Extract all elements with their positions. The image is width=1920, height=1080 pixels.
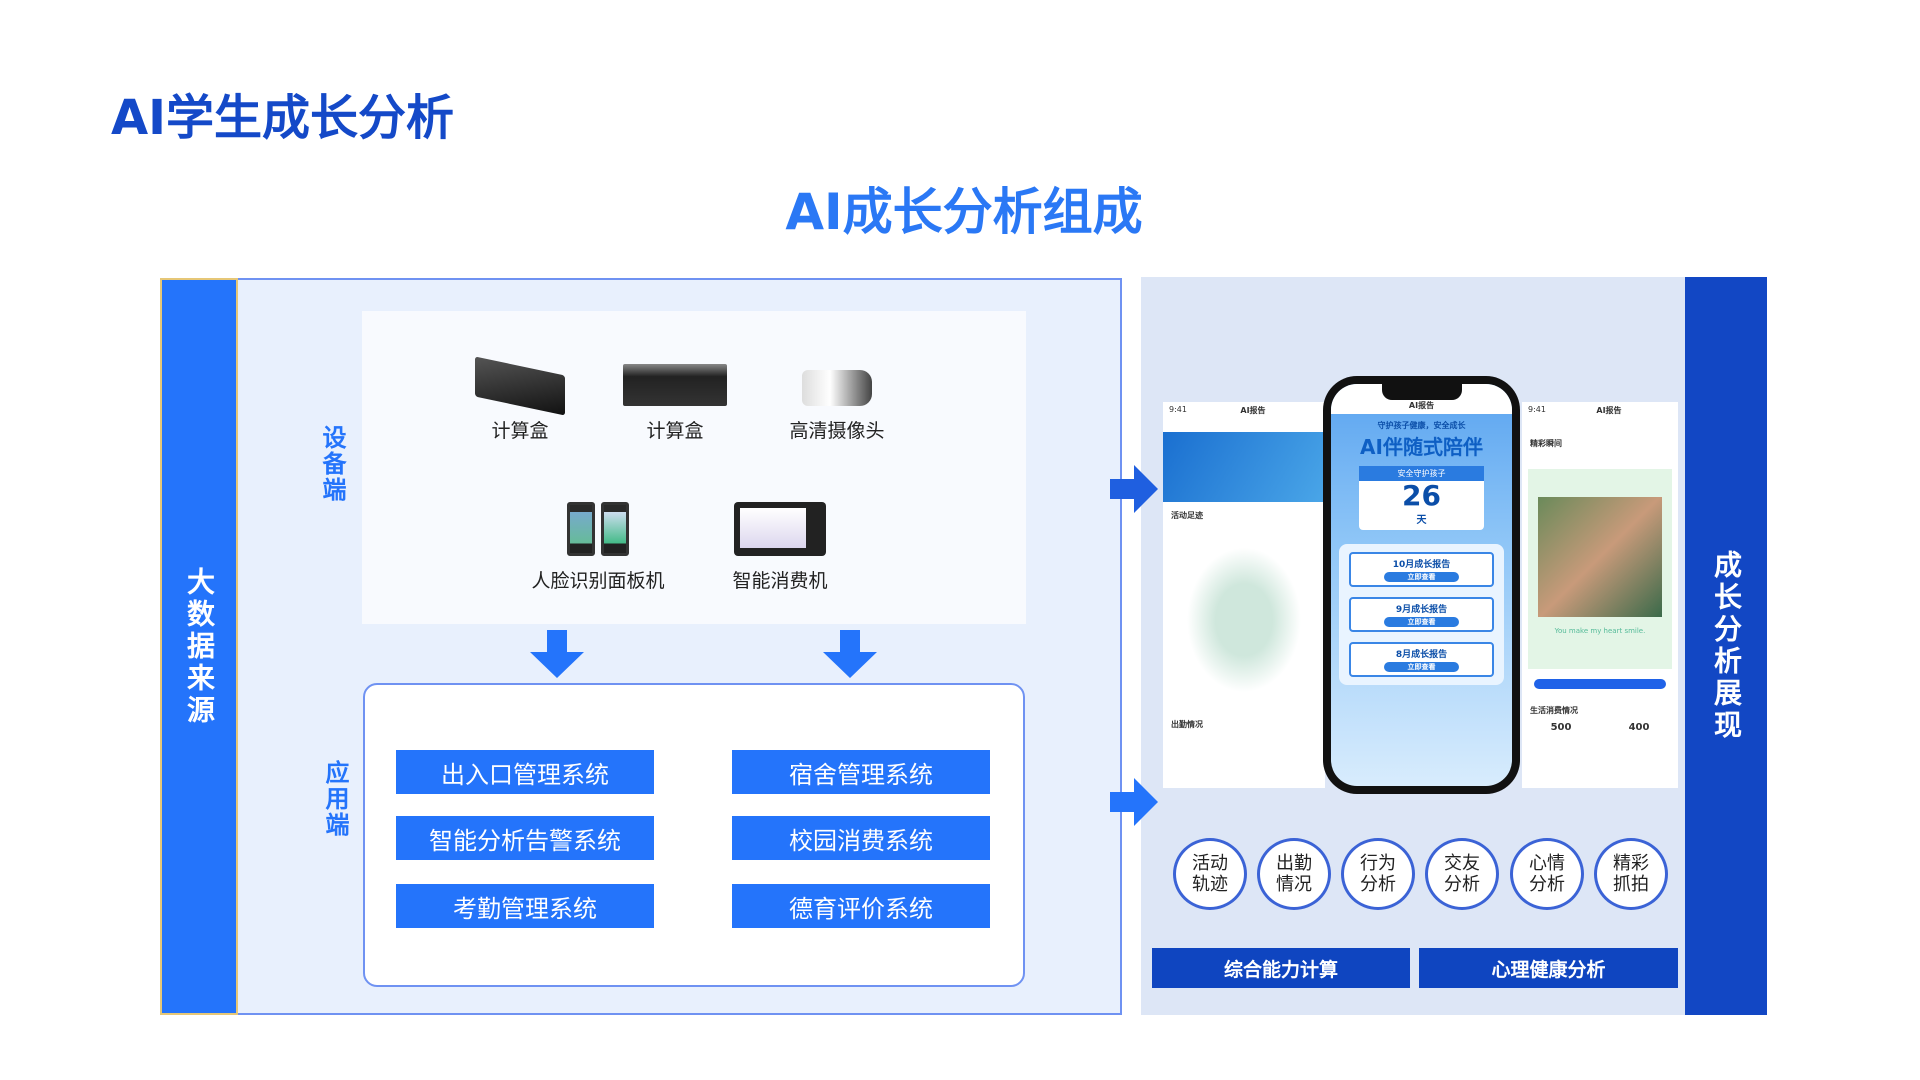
arrow-down-icon bbox=[530, 630, 584, 678]
arrow-right-icon bbox=[1110, 778, 1158, 826]
section-heading: 出勤情况 bbox=[1171, 720, 1203, 729]
data-source-bar: 大数据来源 bbox=[160, 278, 238, 1015]
system-entrance: 出入口管理系统 bbox=[396, 750, 654, 794]
section-title: AI成长分析组成 bbox=[785, 183, 1143, 241]
system-alarm: 智能分析告警系统 bbox=[396, 816, 654, 860]
phone-center: AI报告 守护孩子健康，安全成长 AI伴随式陪伴 安全守护孩子 26 天 10月… bbox=[1323, 376, 1520, 794]
device-compute-server: 计算盒 bbox=[590, 346, 760, 443]
screen-title: AI报告 bbox=[1596, 406, 1622, 415]
device-pos-terminal: 智能消费机 bbox=[695, 496, 865, 593]
device-name: 计算盒 bbox=[646, 420, 704, 442]
device-compute-box: 计算盒 bbox=[435, 346, 605, 443]
stat-value: 500 bbox=[1550, 722, 1572, 733]
device-name: 高清摄像头 bbox=[789, 420, 885, 442]
phone-screen-right: 9:41 AI报告 精彩瞬间 You make my heart smile. 生… bbox=[1522, 402, 1678, 788]
feature-friendship: 交友分析 bbox=[1425, 838, 1499, 910]
guard-label: 安全守护孩子 bbox=[1359, 466, 1484, 481]
compute-box-icon bbox=[435, 346, 605, 416]
device-panel bbox=[362, 311, 1026, 624]
arrow-down-icon bbox=[823, 630, 877, 678]
device-label: 设备端 bbox=[318, 425, 346, 503]
section-heading: 精彩瞬间 bbox=[1530, 439, 1562, 448]
report-title: 9月成长报告 bbox=[1395, 605, 1448, 615]
feature-snapshot: 精彩抓拍 bbox=[1594, 838, 1668, 910]
guard-days: 26 bbox=[1402, 479, 1441, 512]
feature-activity-track: 活动轨迹 bbox=[1173, 838, 1247, 910]
system-dormitory: 宿舍管理系统 bbox=[732, 750, 990, 794]
status-time: 9:41 bbox=[1528, 405, 1546, 414]
device-name: 人脸识别面板机 bbox=[531, 570, 665, 592]
view-button[interactable]: 立即查看 bbox=[1384, 572, 1459, 582]
slogan: 守护孩子健康，安全成长 bbox=[1377, 421, 1466, 430]
device-name: 计算盒 bbox=[491, 420, 549, 442]
report-title: 10月成长报告 bbox=[1392, 560, 1451, 570]
profile-banner bbox=[1163, 432, 1325, 502]
application-label: 应用端 bbox=[321, 760, 349, 838]
days-unit: 天 bbox=[1416, 515, 1427, 526]
screen-title: AI报告 bbox=[1240, 406, 1266, 415]
view-button[interactable]: 立即查看 bbox=[1384, 617, 1459, 627]
section-heading: 生活消费情况 bbox=[1530, 706, 1578, 715]
camera-icon bbox=[752, 346, 922, 406]
data-source-label: 大数据来源 bbox=[183, 566, 216, 727]
phone-screen-left: 9:41 AI报告 活动足迹 出勤情况 bbox=[1163, 402, 1325, 788]
device-camera: 高清摄像头 bbox=[752, 346, 922, 443]
display-label: 成长分析展现 bbox=[1710, 550, 1743, 742]
feature-attendance: 出勤情况 bbox=[1257, 838, 1331, 910]
feature-mood: 心情分析 bbox=[1510, 838, 1584, 910]
report-card-sep[interactable]: 9月成长报告立即查看 bbox=[1349, 597, 1494, 632]
arrow-right-icon bbox=[1110, 465, 1158, 513]
feature-behavior: 行为分析 bbox=[1341, 838, 1415, 910]
section-heading: 活动足迹 bbox=[1171, 511, 1203, 520]
status-time: 9:41 bbox=[1169, 405, 1187, 414]
report-title: 8月成长报告 bbox=[1395, 650, 1448, 660]
display-bar: 成长分析展现 bbox=[1685, 277, 1767, 1015]
device-name: 智能消费机 bbox=[732, 570, 828, 592]
report-card-oct[interactable]: 10月成长报告立即查看 bbox=[1349, 552, 1494, 587]
ability-calculation-bar: 综合能力计算 bbox=[1152, 948, 1410, 988]
face-recognition-terminal-icon bbox=[513, 496, 683, 556]
share-button[interactable] bbox=[1534, 679, 1666, 689]
system-consumption: 校园消费系统 bbox=[732, 816, 990, 860]
system-moral-evaluation: 德育评价系统 bbox=[732, 884, 990, 928]
mental-health-bar: 心理健康分析 bbox=[1419, 948, 1678, 988]
headline: AI伴随式陪伴 bbox=[1360, 435, 1483, 459]
stat-value: 400 bbox=[1628, 722, 1650, 733]
report-card-aug[interactable]: 8月成长报告立即查看 bbox=[1349, 642, 1494, 677]
compute-server-icon bbox=[590, 346, 760, 406]
view-button[interactable]: 立即查看 bbox=[1384, 662, 1459, 672]
page-title: AI学生成长分析 bbox=[111, 90, 455, 146]
system-attendance: 考勤管理系统 bbox=[396, 884, 654, 928]
device-face-terminal: 人脸识别面板机 bbox=[513, 496, 683, 593]
photo-caption: You make my heart smile. bbox=[1554, 627, 1646, 635]
pos-terminal-icon bbox=[695, 496, 865, 556]
activity-map bbox=[1177, 535, 1311, 705]
student-photo bbox=[1538, 497, 1662, 617]
